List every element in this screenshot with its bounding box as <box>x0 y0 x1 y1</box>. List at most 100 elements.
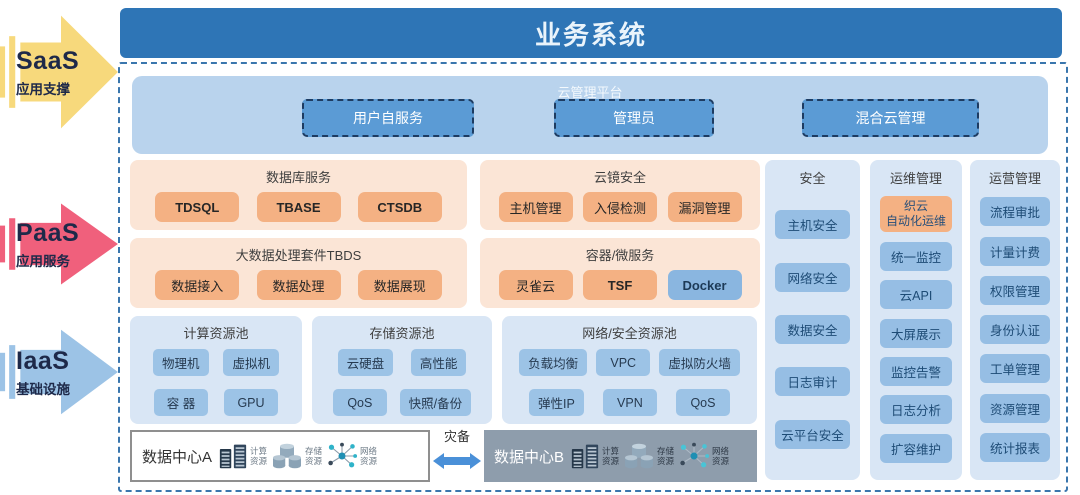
saas-name: SaaS <box>16 46 80 75</box>
chip-high-performance: 高性能 <box>410 349 467 376</box>
chip-identity-authentication: 身份认证 <box>979 315 1051 344</box>
panel-title: 大数据处理套件TBDS <box>235 248 362 263</box>
chip-data-presentation: 数据展现 <box>357 270 442 300</box>
chip-data-ingestion: 数据接入 <box>155 270 240 300</box>
chip-metering-billing: 计量计费 <box>979 236 1051 266</box>
chip-container: 容 器 <box>154 389 208 416</box>
column-business-management: 运营管理 流程审批 计量计费 权限管理 身份认证 工单管理 资源管理 统计报表 <box>970 160 1060 480</box>
chip-tdsql: TDSQL <box>155 192 240 222</box>
chip-bigscreen-display: 大屏展示 <box>879 318 953 348</box>
chip-gpu: GPU <box>224 389 278 416</box>
chip-process-approval: 流程审批 <box>979 197 1051 227</box>
storage-resource-label: 存储 资源 <box>657 445 675 466</box>
chip-log-audit: 日志审计 <box>775 367 850 397</box>
chip-host-security: 主机安全 <box>775 210 850 240</box>
iaas-layer-arrow: IaaS 基础设施 <box>0 324 122 420</box>
user-self-service-button: 用户自服务 <box>302 99 474 137</box>
saas-sublabel: 应用支撑 <box>16 81 70 97</box>
right-arrow-icon <box>0 203 118 285</box>
compute-resource: 计算 资源 <box>570 442 619 470</box>
column-security: 安全 主机安全 网络安全 数据安全 日志审计 云平台安全 <box>765 160 860 480</box>
network-resource-label: 网络 资源 <box>360 445 378 466</box>
chip-virtual-machine: 虚拟机 <box>223 349 279 376</box>
paas-layer-arrow: PaaS 应用服务 <box>0 198 122 290</box>
network-topology-icon <box>680 442 710 468</box>
platform-container: 云管理平台 用户自服务 管理员 混合云管理 数据库服务 TDSQL TBASE … <box>118 62 1068 492</box>
datacenter-b-label: 数据中心B <box>494 448 565 466</box>
chip-load-balancer: 负载均衡 <box>519 349 588 376</box>
chip-resource-management: 资源管理 <box>979 393 1051 423</box>
saas-layer-arrow: SaaS 应用支撑 <box>0 8 122 136</box>
column-title: 安全 <box>799 171 826 186</box>
panel-database-services: 数据库服务 TDSQL TBASE CTSDB <box>130 160 467 230</box>
chip-tsf: TSF <box>583 270 657 300</box>
disaster-recovery-link: 灾备 <box>432 426 482 482</box>
administrator-button: 管理员 <box>554 99 714 137</box>
panel-title: 网络/安全资源池 <box>582 326 677 341</box>
chip-unified-monitoring: 统一监控 <box>879 241 953 271</box>
chip-capacity-maintenance: 扩容维护 <box>879 433 953 463</box>
datacenter-a-box: 数据中心A 计算 资源 存储 资源 <box>130 430 430 482</box>
chip-docker: Docker <box>667 270 742 300</box>
panel-title: 存储资源池 <box>369 326 435 341</box>
chip-network-security: 网络安全 <box>775 262 850 292</box>
chip-vpc: VPC <box>596 349 651 376</box>
right-arrow-icon <box>0 15 118 129</box>
chip-vpn: VPN <box>602 389 657 416</box>
cloud-management-platform-bar: 云管理平台 用户自服务 管理员 混合云管理 <box>132 76 1048 154</box>
panel-title: 数据库服务 <box>265 170 331 185</box>
chip-monitoring-alert: 监控告警 <box>879 356 953 386</box>
disaster-recovery-label: 灾备 <box>443 429 470 444</box>
chip-physical-machine: 物理机 <box>152 349 209 376</box>
chip-intrusion-detection: 入侵检测 <box>583 192 657 222</box>
network-topology-icon <box>328 442 358 468</box>
chip-permission-management: 权限管理 <box>979 275 1051 305</box>
panel-title: 计算资源池 <box>183 326 249 341</box>
network-resource: 网络 资源 <box>326 442 377 470</box>
chip-data-processing: 数据处理 <box>256 270 341 300</box>
chip-cloud-disk: 云硬盘 <box>337 349 394 376</box>
compute-resource-label: 计算 资源 <box>250 445 268 466</box>
panel-compute-pool: 计算资源池 物理机 虚拟机 容 器 GPU <box>130 316 302 424</box>
chip-log-analysis: 日志分析 <box>879 395 953 425</box>
network-resource: 网络 资源 <box>678 442 729 470</box>
double-arrow-icon <box>433 453 481 469</box>
cloud-platform-title: 云管理平台 <box>557 85 623 100</box>
chip-elastic-ip: 弹性IP <box>529 389 584 416</box>
hybrid-cloud-management-button: 混合云管理 <box>802 99 979 137</box>
chip-zhiyun-automation: 织云 自动化运维 <box>879 196 953 233</box>
server-stack-icon <box>571 444 599 469</box>
panel-storage-pool: 存储资源池 云硬盘 高性能 QoS 快照/备份 <box>312 316 492 424</box>
chip-cloud-api: 云API <box>879 280 953 310</box>
business-system-header: 业务系统 <box>120 8 1062 58</box>
column-operations-management: 运维管理 织云 自动化运维 统一监控 云API 大屏展示 监控告警 日志分析 扩… <box>870 160 962 480</box>
storage-resource: 存储 资源 <box>271 442 322 470</box>
chip-tbase: TBASE <box>256 192 341 222</box>
chip-cloud-platform-security: 云平台安全 <box>775 419 850 449</box>
panel-network-security-pool: 网络/安全资源池 负载均衡 VPC 虚拟防火墙 弹性IP VPN QoS <box>502 316 757 424</box>
storage-resource: 存储 资源 <box>623 442 674 470</box>
page-title: 业务系统 <box>534 19 647 50</box>
storage-cluster-icon <box>273 443 302 469</box>
panel-bigdata-tbds: 大数据处理套件TBDS 数据接入 数据处理 数据展现 <box>130 238 467 308</box>
server-stack-icon <box>219 444 247 469</box>
chip-host-management: 主机管理 <box>498 192 573 222</box>
chip-ticket-management: 工单管理 <box>979 354 1051 384</box>
chip-qos-network: QoS <box>675 389 730 416</box>
datacenter-b-box: 数据中心B 计算 资源 存储 资源 <box>484 430 757 482</box>
chip-qos: QoS <box>332 389 387 416</box>
right-arrow-icon <box>0 329 118 415</box>
chip-lingque-cloud: 灵雀云 <box>498 270 573 300</box>
storage-resource-label: 存储 资源 <box>305 445 323 466</box>
paas-sublabel: 应用服务 <box>16 253 70 269</box>
chip-vulnerability-management: 漏洞管理 <box>667 192 742 222</box>
datacenter-a-label: 数据中心A <box>142 448 213 466</box>
chip-virtual-firewall: 虚拟防火墙 <box>659 349 740 376</box>
compute-resource: 计算 资源 <box>218 442 267 470</box>
panel-cloud-mirror-security: 云镜安全 主机管理 入侵检测 漏洞管理 <box>480 160 760 230</box>
storage-cluster-icon <box>625 443 654 469</box>
network-resource-label: 网络 资源 <box>712 445 730 466</box>
panel-title: 云镜安全 <box>593 170 646 185</box>
iaas-sublabel: 基础设施 <box>16 381 70 397</box>
